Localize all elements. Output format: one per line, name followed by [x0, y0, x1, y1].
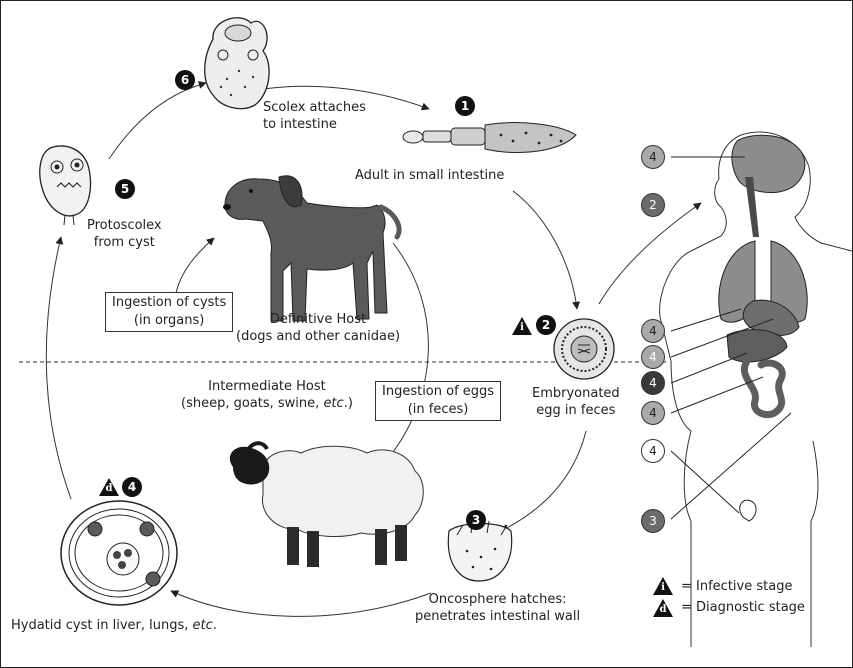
sheep-illustration	[230, 443, 423, 567]
arrow-dog-to-sheep	[386, 243, 428, 461]
adult-worm-illustration	[403, 123, 576, 153]
hydatid-cyst-illustration	[61, 501, 177, 605]
human-marker-liver: 4	[641, 345, 665, 369]
intermediate-host-label: Intermediate Host (sheep, goats, swine, …	[181, 378, 353, 412]
human-marker-spleen: 4	[641, 371, 665, 395]
human-marker-entry: 2	[641, 193, 665, 217]
step-number-4: 4	[122, 477, 142, 497]
diagnostic-stage-icon: d	[99, 478, 119, 496]
adult-label: Adult in small intestine	[355, 167, 504, 184]
arrow-cysts-to-dog	[176, 238, 214, 293]
legend-infective-icon: i	[653, 577, 673, 595]
arrow-hydatid-to-protoscolex	[46, 237, 71, 499]
ingestion-of-eggs-box: Ingestion of eggs(in feces)	[375, 381, 501, 421]
step-number-2: 2	[536, 315, 556, 335]
step-number-1: 1	[455, 96, 475, 116]
human-marker-lung: 4	[641, 319, 665, 343]
protoscolex-illustration	[40, 146, 91, 225]
human-marker-brain: 4	[641, 145, 665, 169]
arrow-egg-to-oncosphere	[501, 431, 586, 531]
arrow-protoscolex-to-scolex	[109, 83, 206, 159]
step-number-6: 6	[175, 70, 195, 90]
infective-stage-icon: i	[512, 317, 532, 335]
leader-bone	[671, 451, 739, 513]
legend-diagnostic-text: = Diagnostic stage	[681, 600, 805, 615]
step-number-5: 5	[115, 179, 135, 199]
definitive-host-label: Definitive Host(dogs and other canidae)	[236, 311, 400, 345]
arrow-oncosphere-to-hydatid	[171, 591, 431, 616]
leader-spleen	[671, 353, 747, 383]
oncosphere-label: Oncosphere hatches:penetrates intestinal…	[415, 591, 580, 625]
egg-illustration	[554, 319, 614, 379]
legend-diagnostic-icon: d	[653, 599, 673, 617]
leader-kidney	[671, 377, 763, 413]
human-body-illustration	[660, 132, 852, 647]
scolex-illustration	[205, 18, 269, 109]
hydatid-cyst-label: Hydatid cyst in liver, lungs, etc.	[11, 617, 217, 634]
legend-infective-text: = Infective stage	[681, 579, 792, 594]
oncosphere-illustration	[448, 521, 511, 581]
step-number-3: 3	[466, 510, 486, 530]
human-marker-intestine: 3	[641, 509, 665, 533]
human-marker-kidney: 4	[641, 401, 665, 425]
dog-illustration	[223, 176, 399, 321]
arrow-adult-to-egg	[513, 191, 577, 309]
ingestion-of-cysts-box: Ingestion of cysts(in organs)	[105, 292, 233, 332]
human-marker-bone: 4	[641, 439, 665, 463]
